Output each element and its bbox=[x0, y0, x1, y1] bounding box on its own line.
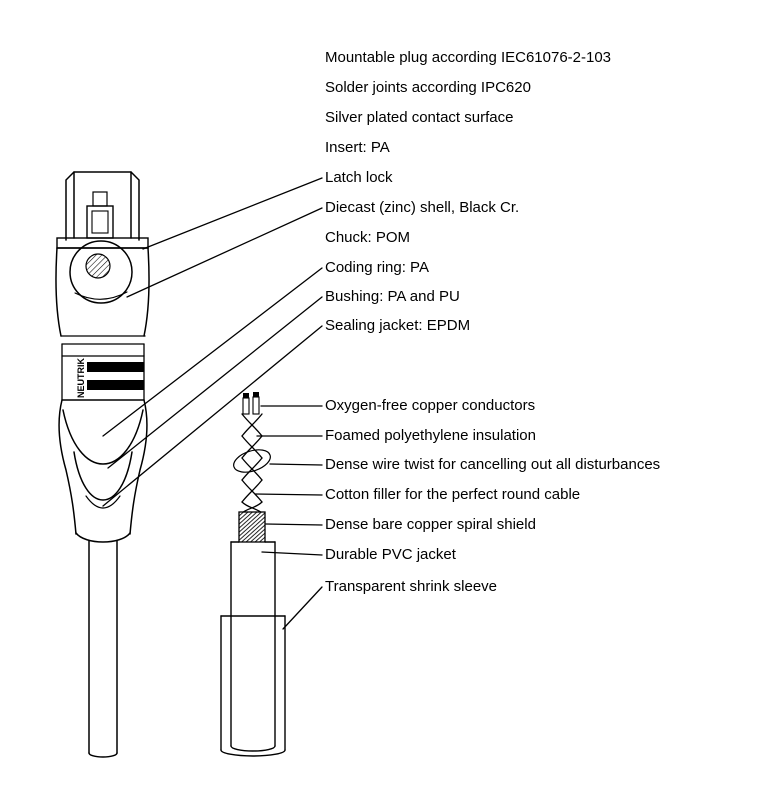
brand-text: NEUTRIK bbox=[76, 358, 86, 398]
leader-latch-lock bbox=[142, 177, 323, 250]
shrink-sleeve-tube bbox=[220, 615, 286, 757]
leader-bushing bbox=[107, 296, 323, 469]
label-latch-lock: Latch lock bbox=[325, 169, 393, 186]
label-mountable-plug: Mountable plug according IEC61076-2-103 bbox=[325, 49, 612, 66]
label-wire-twist: Dense wire twist for cancelling out all … bbox=[325, 456, 661, 473]
leader-shrink-sleeve bbox=[282, 586, 323, 630]
pvc-jacket-tube bbox=[230, 541, 276, 752]
leader-sealing-jacket bbox=[102, 325, 323, 507]
spiral-shield bbox=[238, 511, 266, 543]
connector-boot bbox=[58, 399, 148, 543]
brand-band: NEUTRIK bbox=[76, 358, 144, 398]
boot-gill-outer bbox=[62, 409, 144, 465]
contact-hole bbox=[85, 253, 111, 279]
label-bushing: Bushing: PA and PU bbox=[325, 288, 460, 305]
latch-inner bbox=[91, 210, 109, 234]
label-spiral-shield: Dense bare copper spiral shield bbox=[325, 516, 536, 533]
leader-wire-twist bbox=[269, 463, 323, 466]
twist-callout-ellipse bbox=[233, 449, 271, 473]
label-diecast-shell: Diecast (zinc) shell, Black Cr. bbox=[325, 199, 520, 216]
leader-lines bbox=[102, 177, 323, 630]
label-chuck: Chuck: POM bbox=[325, 229, 411, 246]
label-insert: Insert: PA bbox=[325, 139, 390, 156]
leader-cotton-filler bbox=[254, 493, 323, 496]
cable-cross-section-drawing bbox=[220, 392, 286, 757]
connector-head bbox=[65, 171, 140, 241]
label-cotton-filler: Cotton filler for the perfect round cabl… bbox=[325, 486, 581, 503]
leader-coding-ring bbox=[102, 267, 323, 437]
leader-diecast-shell bbox=[126, 207, 323, 298]
leader-pvc-jacket bbox=[261, 551, 323, 556]
face-shade-arc bbox=[74, 291, 128, 300]
conductor-right-tip bbox=[253, 392, 259, 397]
boot-gill-inner bbox=[73, 451, 133, 501]
conductor-left-tip bbox=[243, 393, 249, 398]
label-silver-plated: Silver plated contact surface bbox=[325, 109, 514, 126]
copper-conductors bbox=[242, 392, 260, 415]
shell-face bbox=[69, 240, 133, 304]
leader-spiral-shield bbox=[265, 523, 323, 526]
label-conductors: Oxygen-free copper conductors bbox=[325, 397, 536, 414]
label-insulation: Foamed polyethylene insulation bbox=[325, 427, 536, 444]
conductor-right bbox=[252, 396, 260, 415]
label-solder-joints: Solder joints according IPC620 bbox=[325, 79, 531, 96]
connector-shell bbox=[55, 240, 150, 337]
connector-collar bbox=[56, 237, 149, 249]
boot-gill-small bbox=[85, 495, 121, 509]
xlr-connector-drawing: NEUTRIK bbox=[55, 171, 150, 758]
label-pvc-jacket: Durable PVC jacket bbox=[325, 546, 456, 563]
label-coding-ring: Coding ring: PA bbox=[325, 259, 429, 276]
latch-notch bbox=[92, 191, 108, 207]
band-stripe-top bbox=[87, 362, 144, 372]
conductor-left bbox=[242, 397, 250, 415]
label-sealing-jacket: Sealing jacket: EPDM bbox=[325, 317, 471, 334]
band-stripe-bottom bbox=[87, 380, 144, 390]
connector-cable bbox=[88, 540, 118, 758]
label-shrink-sleeve: Transparent shrink sleeve bbox=[325, 578, 498, 595]
twisted-pair bbox=[241, 413, 263, 514]
